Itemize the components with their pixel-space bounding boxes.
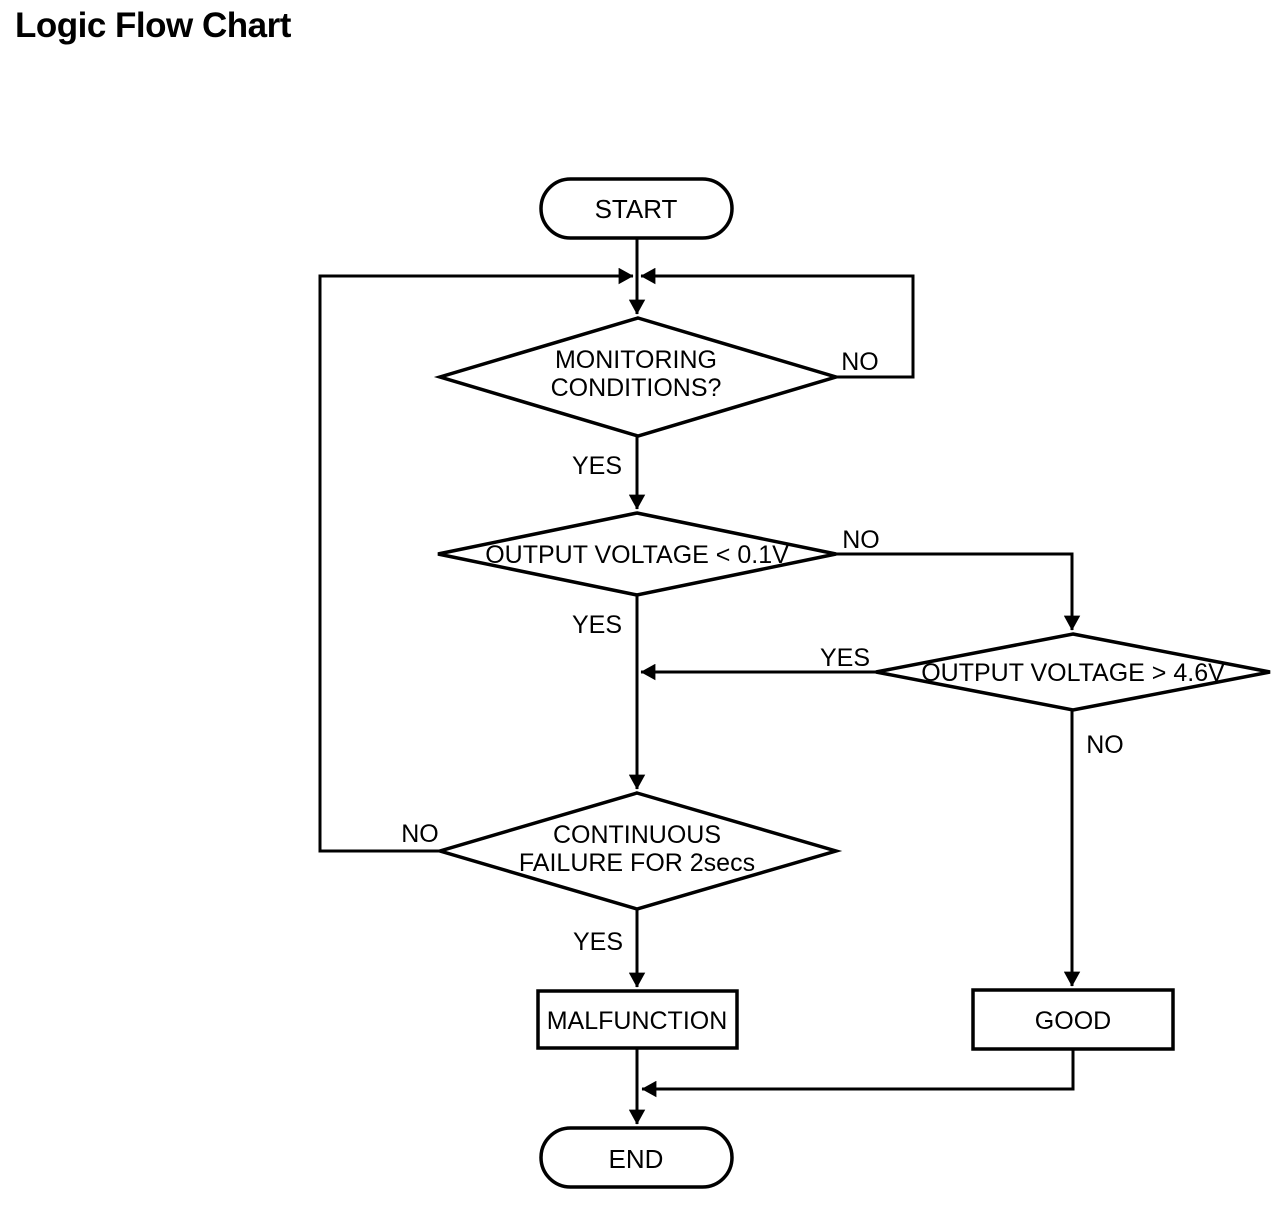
flowchart-nodes: START MONITORING CONDITIONS? OUTPUT VOLT…	[433, 177, 1271, 1189]
decision-output-voltage-low	[437, 511, 837, 597]
start-node	[539, 177, 734, 240]
decision-output-voltage-low-label: OUTPUT VOLTAGE < 0.1V	[485, 541, 789, 569]
edge-monitoring-no-loop	[640, 267, 915, 379]
decision-continuous-failure-label-line2: FAILURE FOR 2secs	[519, 849, 755, 877]
edge-label-continuous-yes: YES	[573, 928, 623, 956]
decision-output-voltage-high-label: OUTPUT VOLTAGE > 4.6V	[921, 659, 1225, 687]
edge-label-monitoring-no: NO	[841, 348, 879, 376]
edge-label-voltage-low-yes: YES	[572, 611, 622, 639]
decision-monitoring-label-line2: CONDITIONS?	[551, 374, 722, 402]
flowchart-edge-labels: NO YES NO YES YES NO NO YES	[401, 348, 1124, 956]
decision-monitoring-conditions	[433, 316, 843, 438]
edge-continuous-no-loop	[318, 267, 634, 853]
start-node-label: START	[595, 194, 678, 224]
end-node	[539, 1126, 734, 1189]
decision-continuous-failure-label-line1: CONTINUOUS	[553, 821, 721, 849]
edge-label-voltage-high-no: NO	[1086, 731, 1124, 759]
malfunction-node	[536, 989, 739, 1050]
page-title: Logic Flow Chart	[15, 6, 291, 45]
edge-label-voltage-high-yes: YES	[820, 644, 870, 672]
decision-monitoring-label-line1: MONITORING	[555, 346, 717, 374]
edge-label-voltage-low-no: NO	[842, 526, 880, 554]
edge-label-continuous-no: NO	[401, 820, 439, 848]
decision-output-voltage-high	[875, 632, 1271, 712]
edge-good-to-end	[641, 1049, 1075, 1098]
decision-continuous-failure	[433, 791, 843, 911]
end-node-label: END	[609, 1144, 664, 1174]
edge-voltage-low-no	[836, 552, 1081, 631]
edge-label-monitoring-yes: YES	[572, 452, 622, 480]
flowchart-edges	[318, 238, 1081, 1125]
malfunction-node-label: MALFUNCTION	[547, 1007, 728, 1035]
good-node	[971, 988, 1175, 1051]
good-node-label: GOOD	[1035, 1007, 1111, 1035]
